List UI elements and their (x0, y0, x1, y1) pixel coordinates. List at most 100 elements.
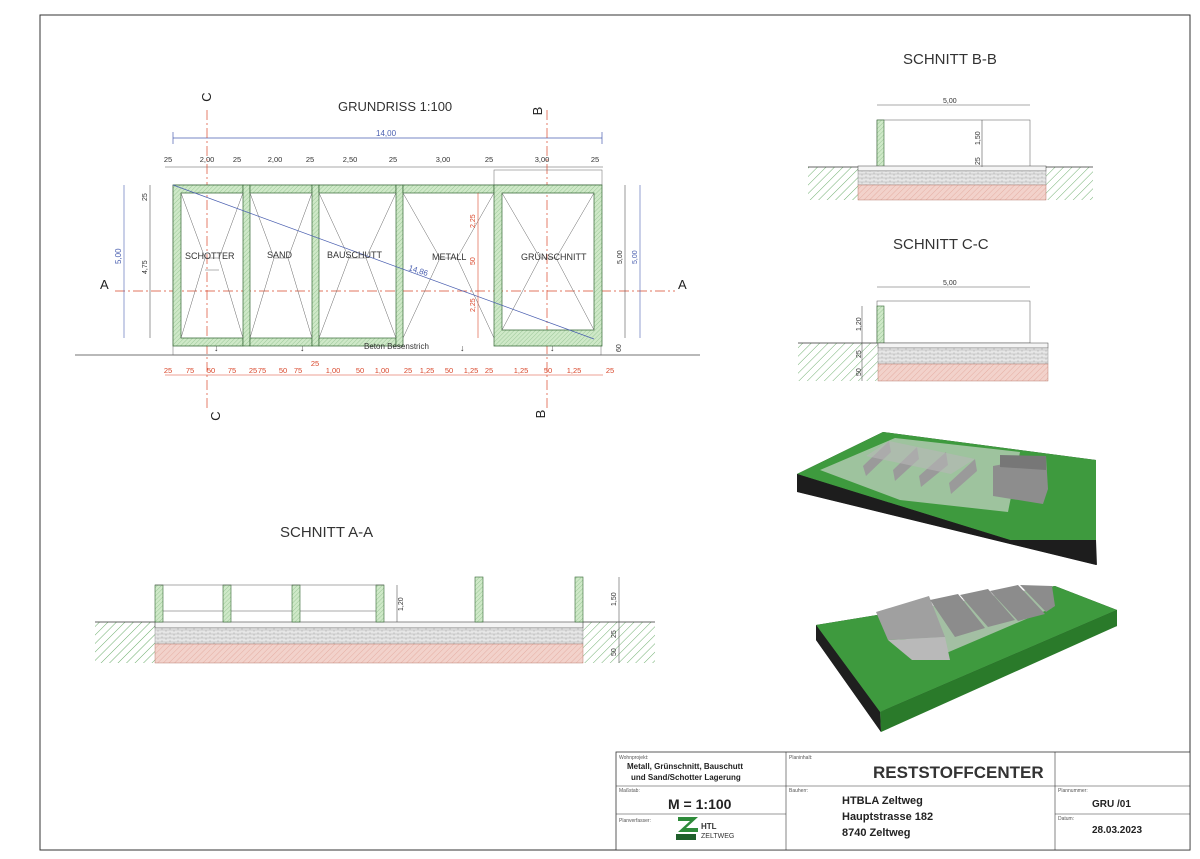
htl-logo: HTL ZELTWEG (676, 817, 734, 840)
sheet-border (39, 14, 1191, 851)
plan-top-dim-label: 25 (389, 155, 397, 164)
plan-bays: 14,86 (172, 184, 603, 347)
plan-top-dim-label: 25 (485, 155, 493, 164)
plan-top-dim-label: 25 (591, 155, 599, 164)
render-view-1 (797, 432, 1097, 565)
title-block: Wohnprojekt: Metall, Grünschnitt, Bausch… (615, 751, 1191, 851)
tb-content-text: RESTSTOFFCENTER (873, 763, 1044, 782)
plan-bottom-dim-label: 25 (606, 366, 614, 375)
tb-plannumber-label: Plannummer: (1058, 788, 1088, 794)
metall-dim-3: 2,25 (470, 298, 477, 312)
bay-label-bauschutt: BAUSCHUTT (327, 250, 383, 260)
tb-client-label: Bauherr: (789, 788, 808, 794)
metall-dim-1: 2,25 (470, 214, 477, 228)
tb-project-label: Wohnprojekt: (619, 755, 648, 761)
tb-date-label: Datum: (1058, 816, 1074, 822)
bay-label-schotter: SCHOTTER (185, 251, 235, 261)
section-aa-dim-base-2: 25 (611, 630, 618, 638)
plan-bottom-dim-label: 25 (311, 359, 319, 368)
section-bb-dim-base: 25 (975, 157, 982, 165)
section-aa-dim-wall-1: 1,20 (398, 597, 405, 611)
section-mark-c-top: C (199, 92, 214, 101)
plan-bottom-dim-label: 75 (258, 366, 266, 375)
plan-bottom-dim-label: 25 (404, 366, 412, 375)
logo-text-zeltweg: ZELTWEG (701, 833, 734, 840)
plan-depth-inner: 4,75 (142, 260, 149, 274)
plan-bottom-dim-label: 25 (249, 366, 257, 375)
plan-bottom-dim-label: 1,00 (326, 366, 341, 375)
plan-bottom-dim-label: 25 (164, 366, 172, 375)
arrow-down-icon: ↓ (300, 343, 305, 353)
plan-top-dim-label: 25 (164, 155, 172, 164)
plan-bottom-dim-label: 75 (228, 366, 236, 375)
plan-top-dim-label: 2,00 (268, 155, 283, 164)
section-mark-c-bottom: C (208, 411, 223, 420)
plan-overall-length: 14,00 (376, 129, 397, 138)
tb-scale-label: Maßstab: (619, 788, 640, 794)
section-aa-dim-wall-2: 1,50 (611, 592, 618, 606)
arrow-down-icon: ↓ (460, 343, 465, 353)
plan-bottom-dim-label: 1,25 (420, 366, 435, 375)
section-bb-title: SCHNITT B-B (903, 51, 997, 68)
arrow-down-icon: ↓ (550, 343, 555, 353)
plan-depth-top: 25 (142, 193, 149, 201)
section-cc-dim-height: 1,20 (856, 317, 863, 331)
plan-depth-right: 5,00 (617, 250, 624, 264)
plan-bottom-dim-label: 25 (485, 366, 493, 375)
section-mark-b-bottom: B (533, 410, 548, 419)
plan-bottom-dim-label: 50 (356, 366, 364, 375)
section-mark-b-top: B (530, 107, 545, 116)
plan-top-dim-label: 3,00 (436, 155, 451, 164)
tb-client-line-2: Hauptstrasse 182 (842, 811, 933, 823)
tb-client-line-3: 8740 Zeltweg (842, 827, 910, 839)
plan-diagonal: 14,86 (407, 263, 429, 278)
section-bb: SCHNITT B-B 5,00 1,50 25 (808, 51, 1093, 201)
plan-depth-outer: 5,00 (114, 248, 123, 264)
section-cc-title: SCHNITT C-C (893, 236, 989, 253)
section-bb-dim-width: 5,00 (943, 98, 957, 105)
section-cc: SCHNITT C-C 5,00 1,20 25 50 (798, 236, 1049, 382)
bay-label-metall: METALL (432, 252, 466, 262)
section-aa-title: SCHNITT A-A (280, 524, 373, 541)
plan-bottom-dim-label: 75 (294, 366, 302, 375)
plan-bottom-dim-label: 1,00 (375, 366, 390, 375)
plan-bottom-dim-label: 50 (279, 366, 287, 375)
bay-label-gruenschnitt: GRÜNSCHNITT (521, 252, 587, 262)
section-cc-dim-base-1: 50 (856, 368, 863, 376)
arrow-down-icon: ↓ (214, 343, 219, 353)
render-view-2 (816, 585, 1117, 732)
plan-bottom-dim-label: 1,25 (514, 366, 529, 375)
bay-label-sand: SAND (267, 250, 293, 260)
section-mark-a-left: A (100, 277, 109, 292)
tb-content-label: Planinhalt: (789, 755, 812, 761)
section-cc-dim-base-2: 25 (856, 350, 863, 358)
metall-dim-2: 50 (470, 257, 477, 265)
section-aa-dim-base-1: 50 (611, 648, 618, 656)
paving-label: Beton Besenstrich (364, 342, 429, 351)
plan-bottom-dim-label: 1,25 (567, 366, 582, 375)
plan-top-dim-label: 2,50 (343, 155, 358, 164)
tb-client-line-1: HTBLA Zeltweg (842, 795, 923, 807)
plan-bottom-dim-label: 50 (207, 366, 215, 375)
tb-project-line-2: und Sand/Schotter Lagerung (631, 773, 741, 782)
section-cc-dim-width: 5,00 (943, 280, 957, 287)
plan-bottom-dim-label: 50 (544, 366, 552, 375)
plan-top-dim-label: 25 (233, 155, 241, 164)
plan-bottom-offset: 60 (616, 344, 623, 352)
section-aa: SCHNITT A-A 1,20 1,50 25 50 (95, 524, 655, 664)
plan-top-dim-label: 3,00 (535, 155, 550, 164)
plan-bottom-dim-label: 50 (445, 366, 453, 375)
tb-project-line-1: Metall, Grünschnitt, Bauschutt (627, 762, 743, 771)
plan-depth-right-blue: 5,00 (632, 250, 639, 264)
logo-text-htl: HTL (701, 822, 717, 831)
plan-title: GRUNDRISS 1:100 (338, 99, 452, 114)
tb-date-text: 28.03.2023 (1092, 825, 1142, 836)
plan-bottom-dim-label: 1,25 (464, 366, 479, 375)
plan-top-dim-label: 25 (306, 155, 314, 164)
tb-author-label: Planverfasser: (619, 818, 651, 824)
section-mark-a-right: A (678, 277, 687, 292)
